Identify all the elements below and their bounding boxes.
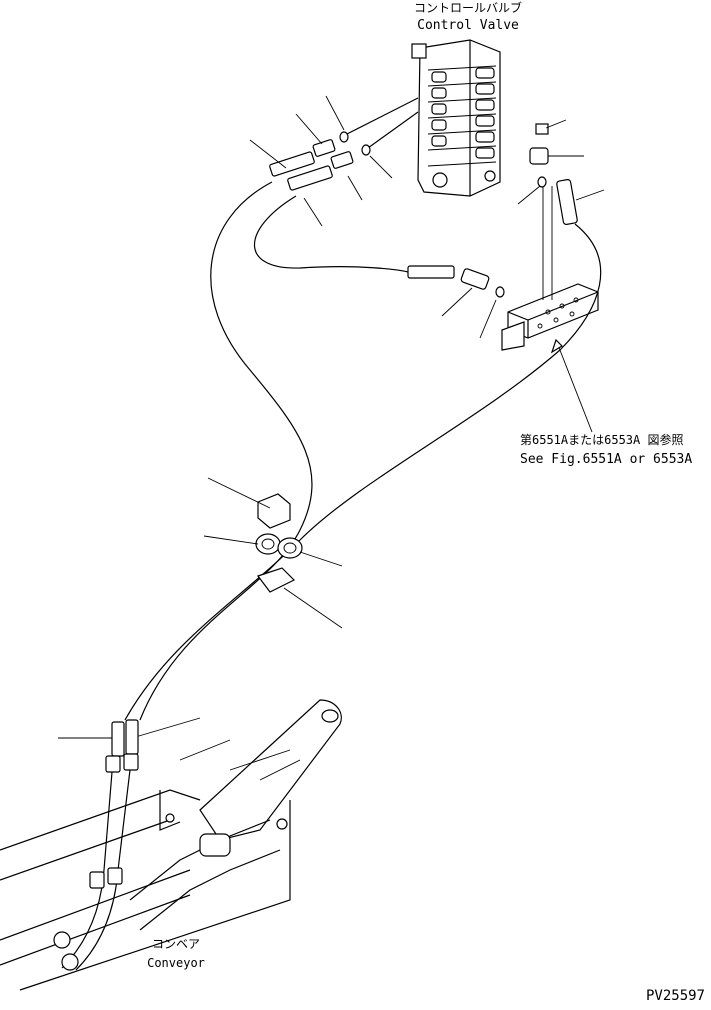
hose-lines [124,181,602,721]
leader-lines [58,95,605,739]
see-fig-en-label: See Fig.6551A or 6553A [520,452,692,467]
fitting-right [529,123,578,226]
control-valve-en-label: Control Valve [417,18,519,33]
fitting-left-upper [269,97,419,191]
see-fig-jp-label: 第6551Aまたは6553A 図参照 [520,432,683,447]
conveyor-jp-label: コンベア [152,937,200,951]
fitting-lower-middle [407,265,505,298]
manifold-block [501,186,599,351]
conveyor-frame [0,699,342,991]
hose-clamp-assembly [255,493,303,593]
control-valve-jp-label: コントロールバルブ [414,0,522,15]
drawing-number: PV25597 [646,988,705,1004]
label-control-valve: コントロールバルブ Control Valve [414,0,522,33]
conveyor-en-label: Conveyor [147,956,205,970]
control-valve [411,39,501,197]
label-conveyor: コンベア Conveyor [147,937,205,970]
arrow-head [550,338,563,354]
label-see-figure: 第6551Aまたは6553A 図参照 See Fig.6551A or 6553… [520,432,692,467]
